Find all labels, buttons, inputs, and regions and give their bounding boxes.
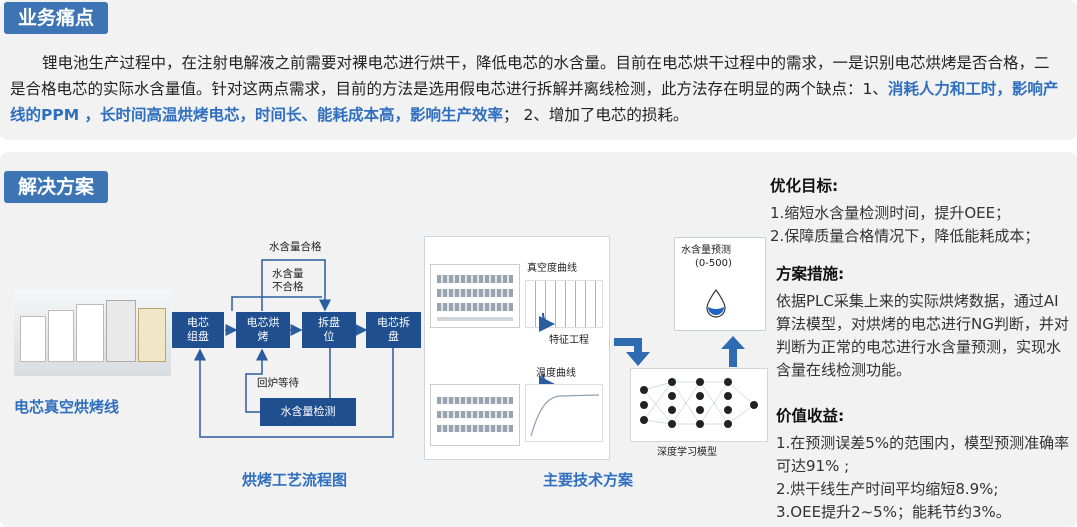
- temp-curve-chart: [525, 384, 603, 442]
- tech-caption: 主要技术方案: [543, 471, 634, 489]
- side-goals: 优化目标: 1.缩短水含量检测时间，提升OEE； 2.保障质量合格情况下，降低能…: [770, 175, 1070, 248]
- vacuum-curve-chart: [525, 280, 603, 328]
- goal-item-1: 1.缩短水含量检测时间，提升OEE；: [770, 204, 1011, 222]
- pain-paragraph: 锂电池生产过程中，在注射电解液之前需要对裸电芯进行烘干，降低电芯的水含量。目前在…: [10, 50, 1065, 128]
- temp-screenshot: [430, 384, 520, 446]
- label-water-ok: 水含量合格: [269, 241, 322, 253]
- pain-line2: 烤是否合格，二是合格电芯的实际水含量值。针对这两点需求，目前的方法是选用假电芯进…: [10, 54, 1050, 98]
- goal-title: 优化目标:: [770, 177, 839, 195]
- pain-line1: 锂电池生产过程中，在注射电解液之前需要对裸电芯进行烘干，降低电芯的水含量。目前在…: [42, 54, 942, 72]
- value-title: 价值收益:: [776, 407, 845, 425]
- predict-title: 水含量预测: [681, 245, 731, 256]
- water-drop-icon: [706, 288, 726, 318]
- feature-eng-label: 特征工程: [549, 335, 589, 346]
- predict-range: (0-500): [695, 258, 732, 269]
- flow-box-group: 电芯 组盘: [172, 312, 224, 348]
- vacuum-screenshot: [430, 264, 520, 328]
- flow-box-water-test: 水含量检测: [260, 398, 356, 426]
- side-value: 价值收益: 1.在预测误差5%的范围内，模型预测准确率可达91% ; 2.烘干线…: [776, 405, 1070, 524]
- dl-model-label: 深度学习模型: [657, 447, 717, 458]
- flow-box-unpack: 电芯拆 盘: [366, 312, 421, 348]
- flow-box-bake: 电芯烘 烤: [236, 312, 290, 348]
- vacuum-curve-label: 真空度曲线: [527, 263, 577, 274]
- pain-line3-post: ； 2、增加了电芯的损耗。: [503, 106, 689, 124]
- pain-line3-pre: 点：1、: [831, 80, 888, 98]
- value-item-1: 1.在预测误差5%的范围内，模型预测准确率可达91% ;: [776, 434, 1070, 475]
- label-return-wait: 回炉等待: [257, 377, 299, 389]
- value-item-2: 2.烘干线生产时间平均缩短8.9%;: [776, 480, 999, 498]
- measure-title: 方案措施:: [776, 265, 845, 283]
- measure-text: 依据PLC采集上来的实际烘烤数据，通过AI算法模型，对烘烤的电芯进行NG判断，并…: [776, 292, 1069, 379]
- pain-tag: 业务痛点: [4, 2, 109, 34]
- flow-box-unpack-position: 拆盘 位: [302, 312, 356, 348]
- solution-tag: 解决方案: [4, 171, 109, 203]
- side-measures: 方案措施: 依据PLC采集上来的实际烘烤数据，通过AI算法模型，对烘烤的电芯进行…: [776, 263, 1070, 382]
- dl-model-network: [630, 368, 768, 442]
- value-item-3: 3.OEE提升2~5%；能耗节约3%。: [776, 503, 1011, 521]
- label-water-ng: 水含量 不合格: [272, 268, 304, 293]
- flow-caption: 烘烤工艺流程图: [242, 471, 348, 489]
- goal-item-2: 2.保障质量合格情况下，降低能耗成本；: [770, 227, 1040, 245]
- vacuum-line-image: [14, 290, 171, 376]
- vacuum-line-caption: 电芯真空烘烤线: [14, 398, 120, 416]
- pain-panel: [0, 0, 1077, 140]
- temp-curve-label: 温度曲线: [536, 368, 576, 379]
- pain-highlight: 消耗人力和工时，影响产线的PPM ，长时间高温烘烤电芯，时间长、能耗成本高，影响…: [10, 80, 1059, 124]
